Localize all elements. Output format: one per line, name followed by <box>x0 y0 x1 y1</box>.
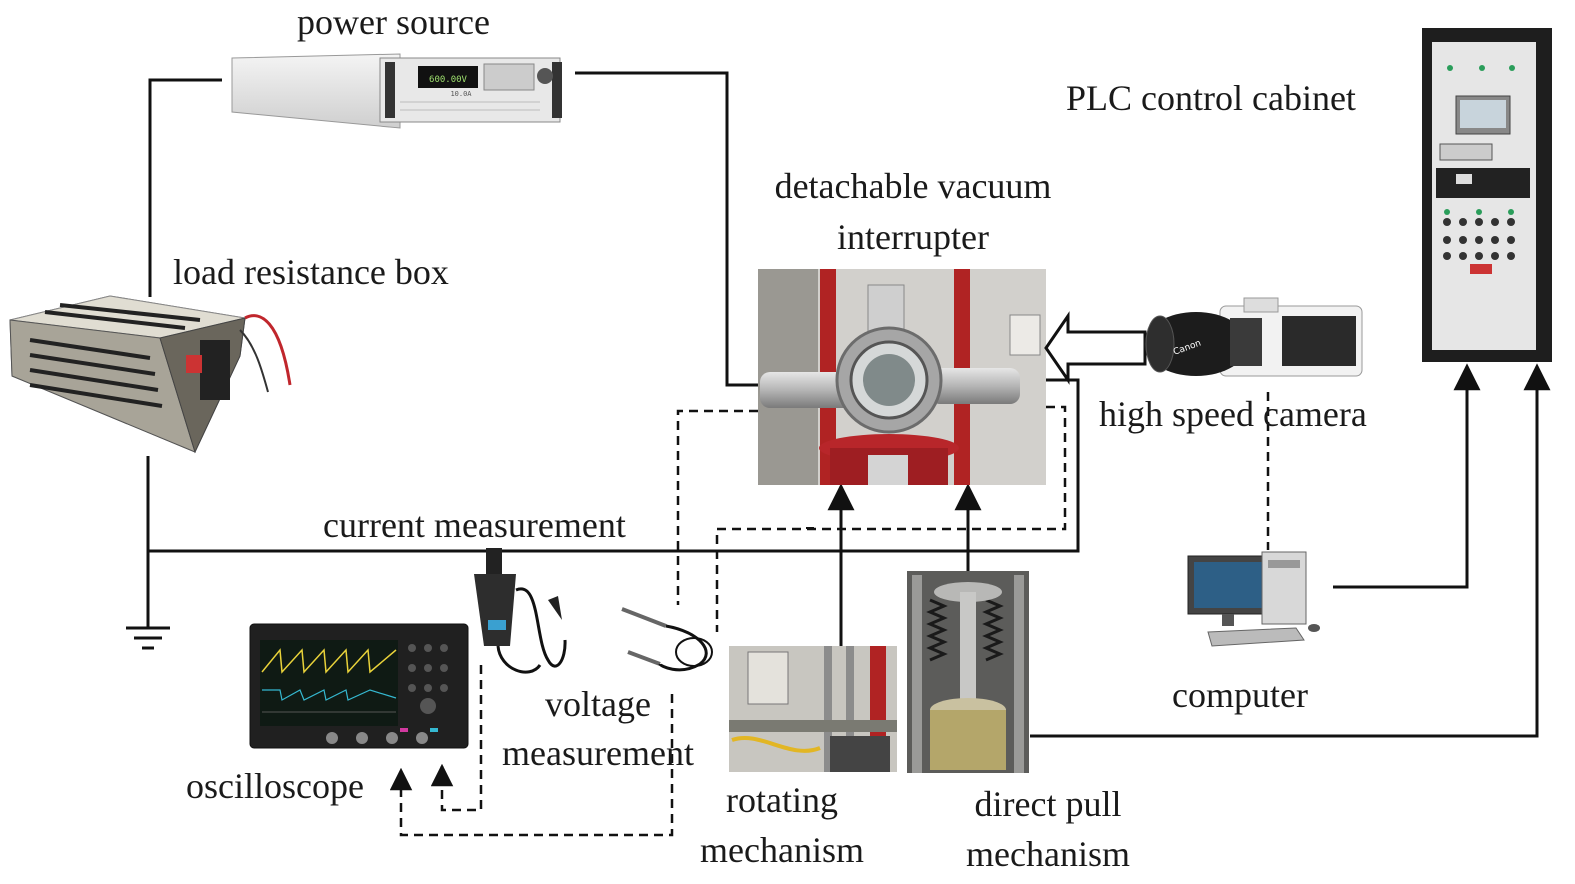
direct-pull-mechanism-label-line2: mechanism <box>966 834 1130 874</box>
plc-control-cabinet-label: PLC control cabinet <box>1066 78 1356 118</box>
power-source-device: 600.00V 10.0A <box>231 53 562 129</box>
rotating-mechanism-label-line2: mechanism <box>700 830 864 870</box>
power-wiring <box>146 71 1551 738</box>
dashed-interrupter-loop-inner <box>715 405 1067 632</box>
load-resistance-box-label: load resistance box <box>173 252 449 292</box>
load-resistance-box-device <box>9 295 292 454</box>
signal-wiring <box>389 392 1270 837</box>
vacuum-interrupter-label-line2: interrupter <box>837 217 989 257</box>
dashed-interrupter-loop-outer <box>676 409 758 605</box>
rotating-mechanism-photo <box>729 646 897 772</box>
computer-label: computer <box>1172 675 1308 715</box>
plc-cabinet-device <box>1422 28 1552 362</box>
vacuum-interrupter-photo <box>758 269 1046 485</box>
power-display-voltage: 600.00V <box>429 75 468 85</box>
power-display-current: 10.0A <box>450 90 472 98</box>
wire-power-to-load <box>148 78 222 297</box>
vacuum-interrupter-label-line1: detachable vacuum <box>774 166 1052 206</box>
ground-symbol-icon <box>126 626 170 650</box>
camera-view-arrow-icon <box>1044 311 1147 385</box>
oscilloscope-label: oscilloscope <box>186 766 364 806</box>
voltage-probe-device <box>621 607 713 672</box>
power-source-label: power source <box>297 2 490 42</box>
wire-directpull-to-plc <box>1030 363 1551 738</box>
current-probe-device <box>474 548 567 674</box>
direct-pull-mechanism-photo <box>907 571 1029 773</box>
high-speed-camera-label: high speed camera <box>1099 394 1367 434</box>
current-measurement-label: current measurement <box>323 505 626 545</box>
rotating-mechanism-label-line1: rotating <box>726 780 838 820</box>
wire-ground-bus <box>148 378 1080 553</box>
wire-computer-to-plc <box>1333 363 1481 589</box>
voltage-measurement-label-line1: voltage <box>545 684 651 724</box>
wire-power-to-interrupter <box>575 71 758 387</box>
dashed-voltage-probe-to-scope <box>389 694 674 837</box>
voltage-measurement-label-line2: measurement <box>502 733 694 773</box>
computer-device <box>1187 551 1320 647</box>
high-speed-camera-device: Canon <box>1144 297 1363 377</box>
direct-pull-mechanism-label-line1: direct pull <box>974 784 1122 824</box>
oscilloscope-device <box>249 623 469 749</box>
